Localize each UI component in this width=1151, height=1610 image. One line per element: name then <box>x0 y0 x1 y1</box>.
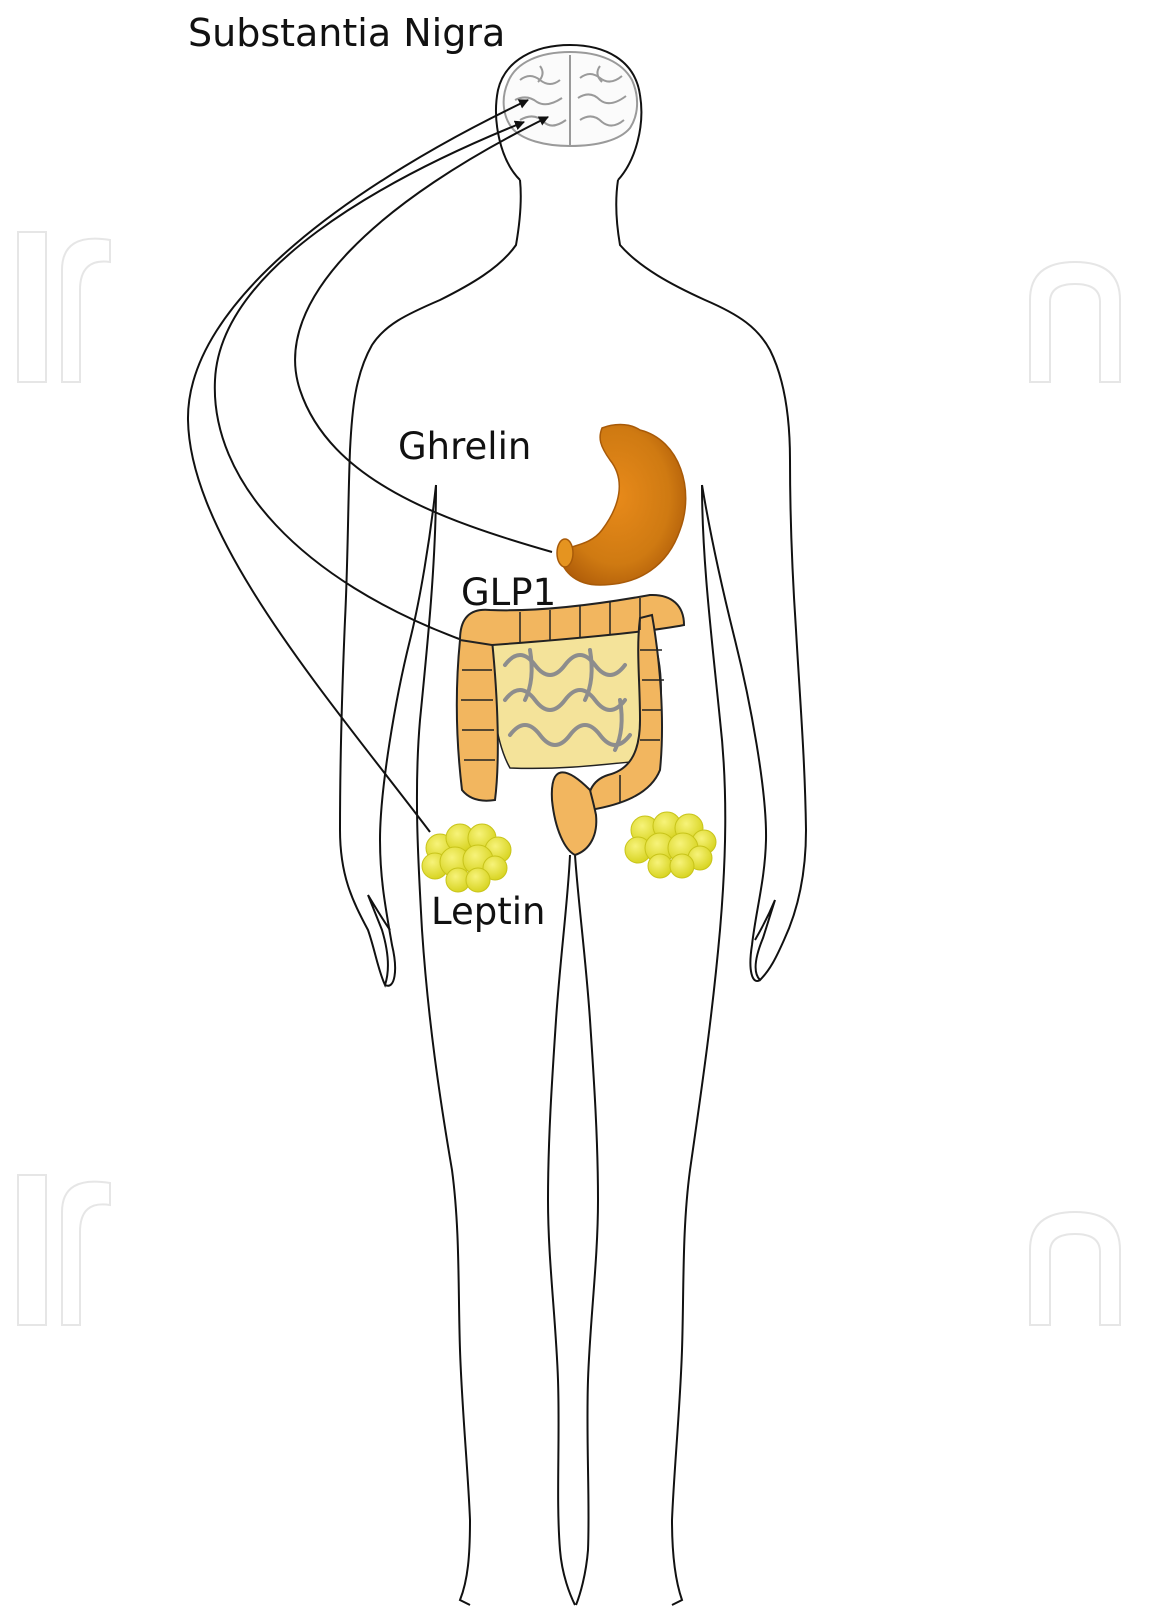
glp1-label: GLP1 <box>461 574 556 611</box>
stomach-icon <box>557 425 686 586</box>
arrow-ghrelin <box>295 117 552 552</box>
adipose-tissue-icon <box>422 824 511 892</box>
substantia-nigra-label: Substantia Nigra <box>188 14 505 52</box>
brain-icon <box>504 52 637 146</box>
arrow-glp1 <box>215 122 524 640</box>
ghrelin-label: Ghrelin <box>398 428 531 465</box>
adipose-tissue-icon <box>625 812 716 878</box>
intestines-icon <box>457 595 684 855</box>
leptin-label: Leptin <box>431 893 545 930</box>
